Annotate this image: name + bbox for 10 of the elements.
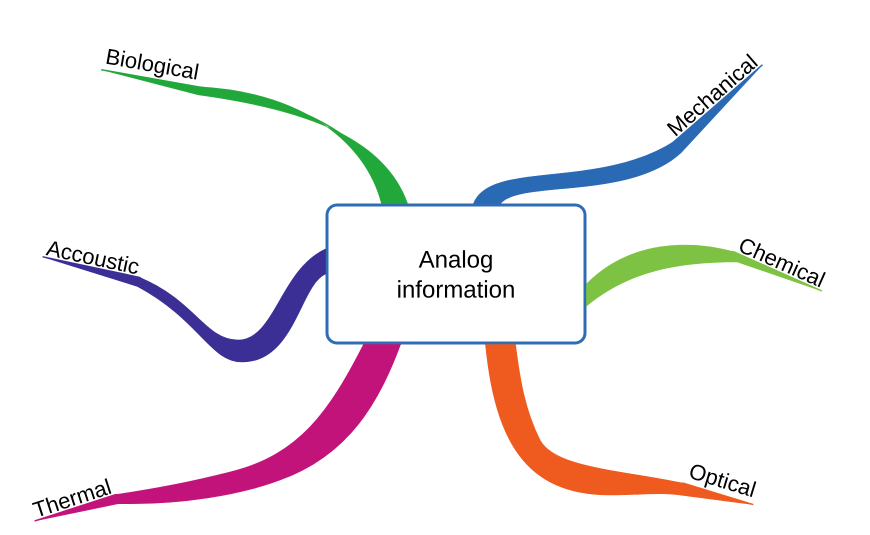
curved-branch — [473, 64, 763, 204]
curved-branch — [34, 344, 401, 522]
curved-branch — [485, 344, 754, 506]
branch-label: Optical — [690, 464, 756, 498]
curved-branch — [42, 248, 326, 362]
branch-label: Accoustic — [45, 241, 139, 274]
curved-branch — [586, 244, 822, 306]
curved-branch — [101, 68, 408, 204]
topic-box: Analog information — [326, 204, 586, 344]
branch-label: Biological — [106, 48, 199, 80]
